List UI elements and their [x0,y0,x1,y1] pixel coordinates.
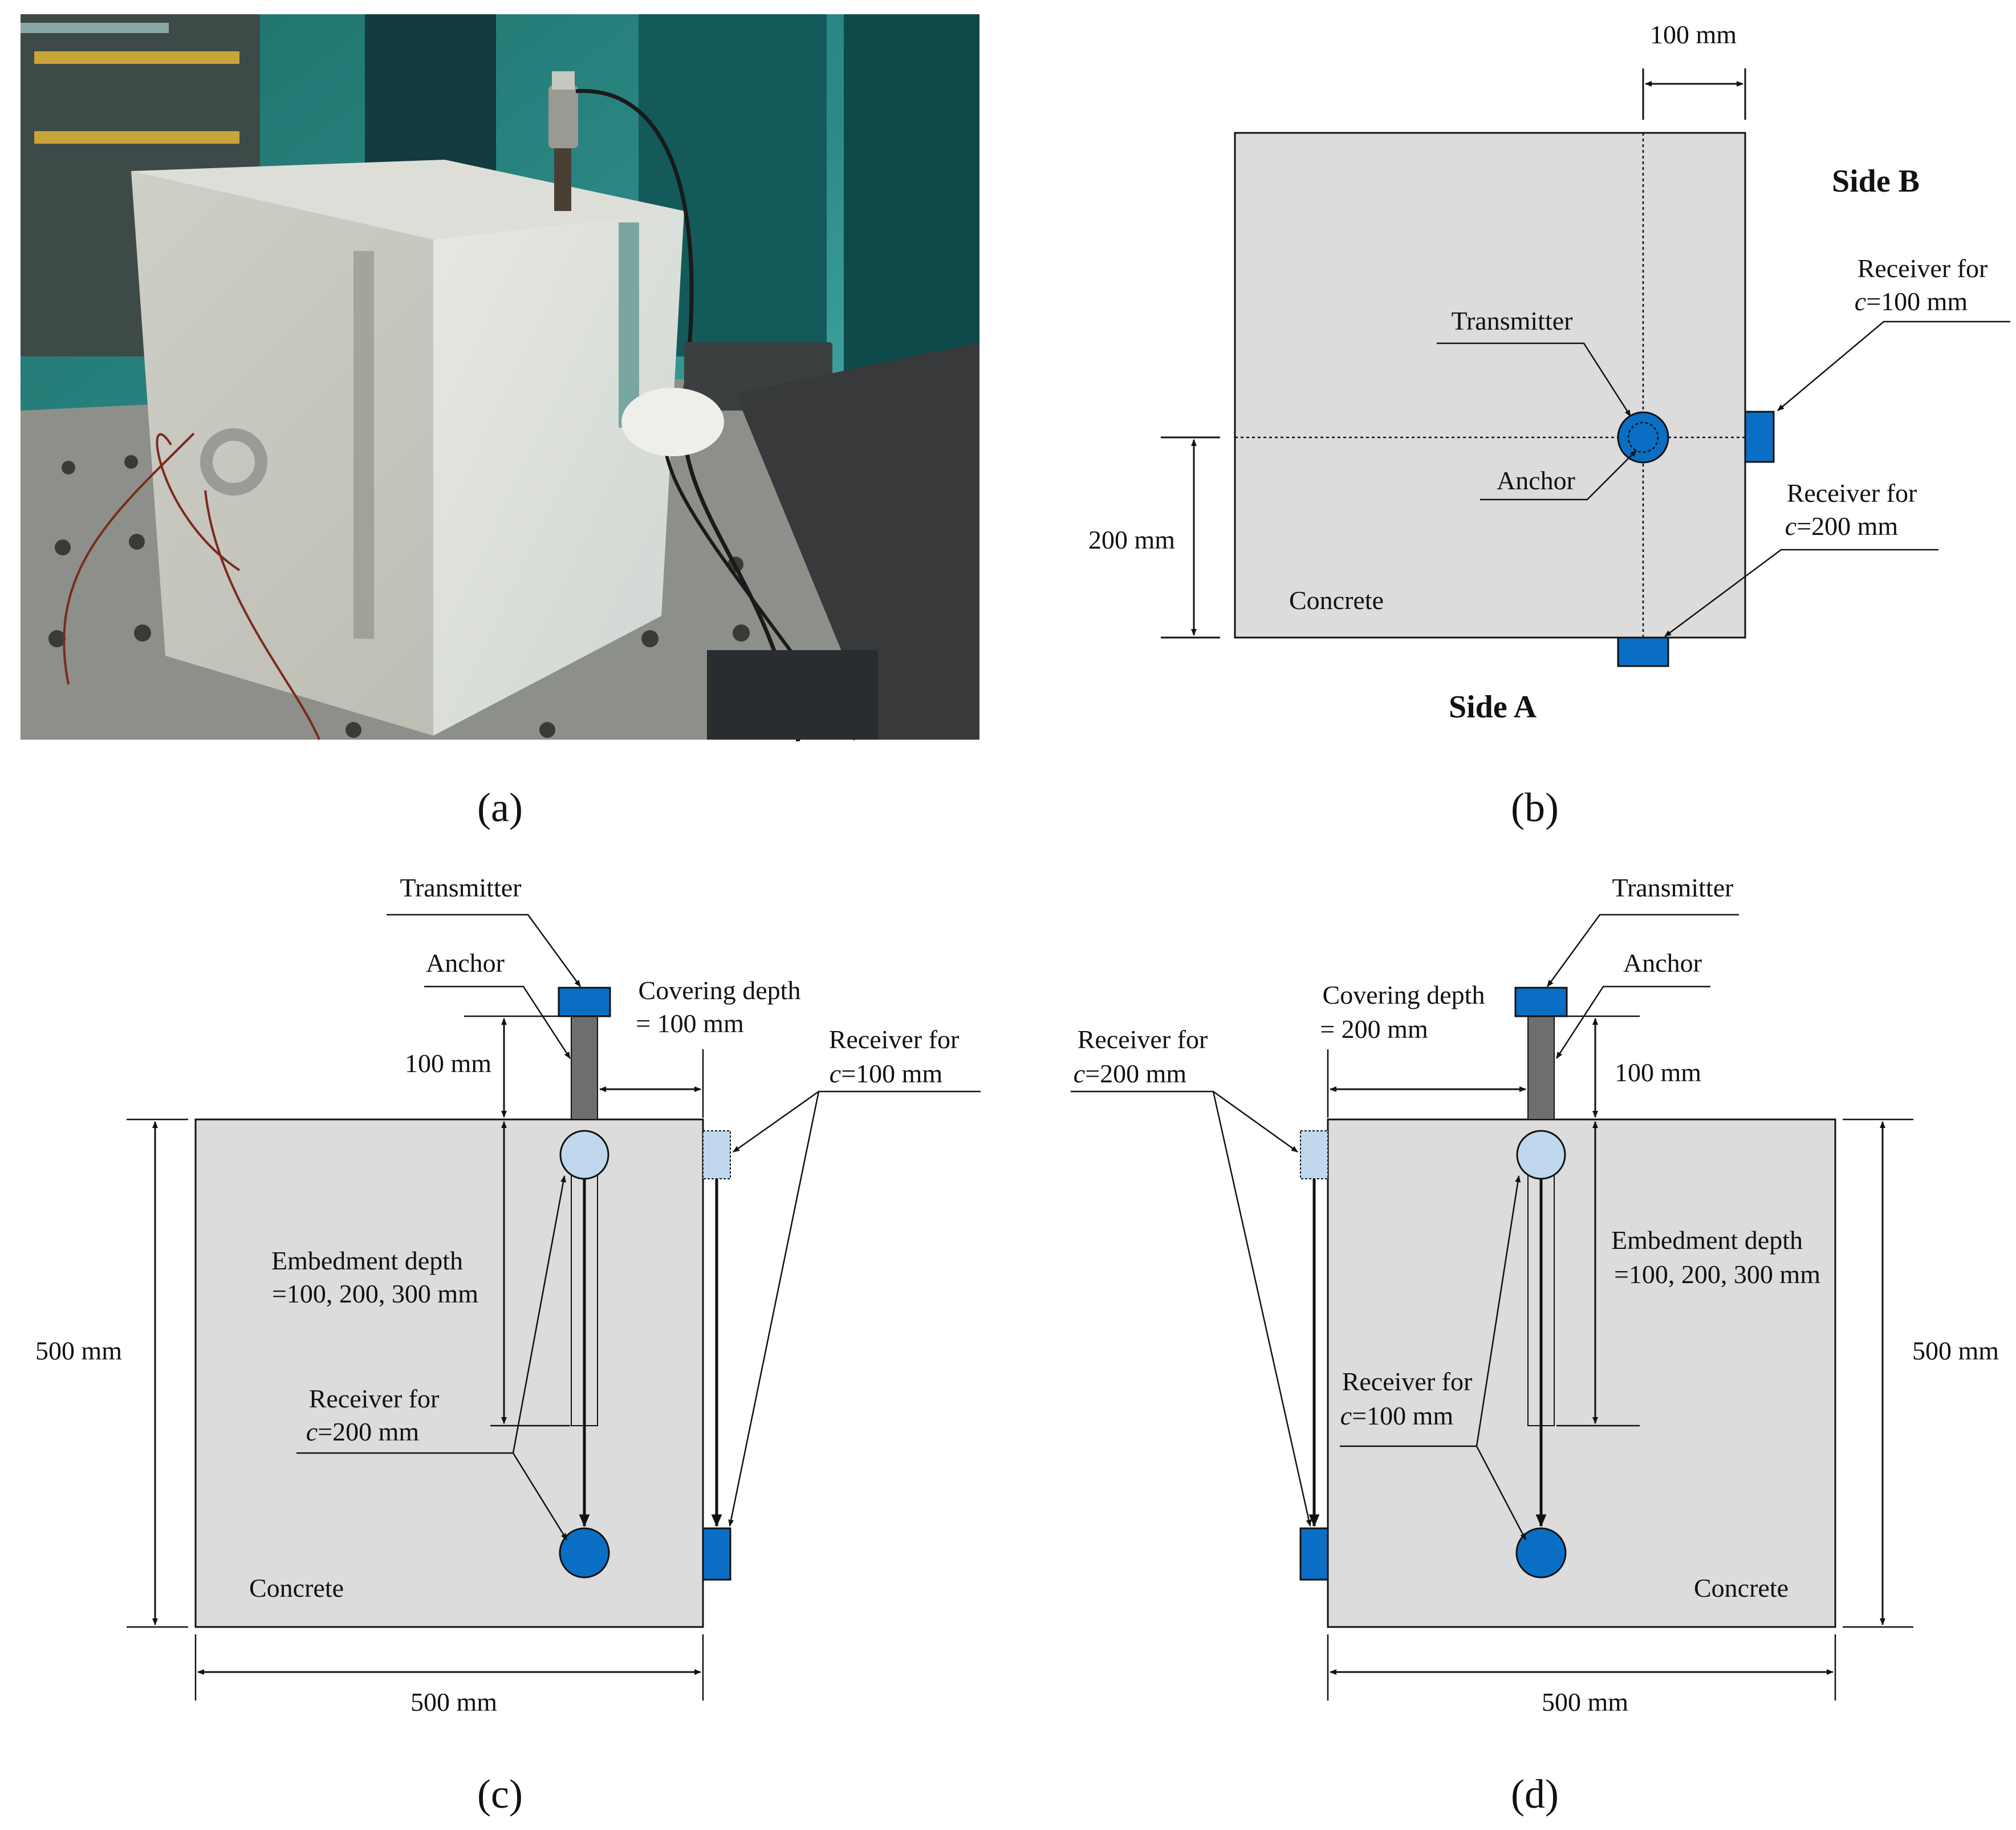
anchor-head-marker [559,1130,609,1180]
anchor-rod [1527,1016,1555,1120]
covering-depth-label-line2: = 100 mm [636,1009,744,1038]
anchor-rod [571,1016,598,1120]
receiver-c200-label-line2: c=200 mm [1074,1059,1187,1088]
side-b-label: Side B [1832,164,1920,199]
panel-b: 100 mm 200 mm Side B Side A Transmitter … [1088,20,2010,830]
receiver-c100-marker [1744,411,1775,463]
receiver-c200-marker [559,1527,610,1579]
transmitter-marker [1514,987,1568,1017]
concrete-block-top-view [1234,132,1746,639]
transmitter-marker [558,987,611,1017]
receiver-c100-label-line2: c=100 mm [830,1059,943,1088]
receiver-c100-label-line1: Receiver for [829,1025,960,1054]
dim-label-height: 500 mm [35,1336,122,1365]
transmitter-label: Transmitter [1452,306,1573,335]
receiver-c200-marker [1299,1527,1329,1581]
concrete-label: Concrete [249,1573,344,1602]
panel-a: (a) [21,14,979,830]
dim-label-100mm: 100 mm [1615,1058,1701,1087]
anchor-label: Anchor [426,948,505,977]
receiver-c200-label-line1: Receiver for [1078,1025,1208,1054]
receiver-c200-marker [1617,636,1669,667]
anchor-head-marker [1516,1130,1566,1180]
embedment-depth-label-line1: Embedment depth [271,1246,463,1275]
panel-b-caption: (b) [1511,785,1559,830]
dim-label-200mm: 200 mm [1088,525,1175,554]
covering-depth-label-line1: Covering depth [639,976,801,1005]
embedment-depth-label-line1: Embedment depth [1611,1226,1803,1255]
panel-c: 100 mm 500 mm 500 mm Transmitter Anchor … [35,873,981,1817]
embedment-depth-label-line2: =100, 200, 300 mm [272,1279,478,1308]
dim-label-100mm: 100 mm [405,1049,491,1078]
embedment-depth-label-line2: =100, 200, 300 mm [1614,1260,1820,1289]
concrete-label: Concrete [1694,1573,1789,1602]
receiver-c200-label-line1: Receiver for [1787,478,1917,508]
dim-label-width: 500 mm [410,1687,497,1717]
transmitter-label: Transmitter [400,873,522,902]
receiver-c200-label-line2: c=200 mm [306,1417,420,1446]
receiver-c200-label-line1: Receiver for [309,1384,440,1413]
anchor-label: Anchor [1497,466,1575,495]
receiver-c100-label-line2: c=100 mm [1340,1401,1454,1430]
receiver-c100-marker [1515,1527,1567,1579]
receiver-c100-label-line1: Receiver for [1858,254,1988,283]
receiver-side-light-marker [702,1130,731,1179]
concrete-label: Concrete [1289,586,1384,615]
panel-d: 100 mm 500 mm 500 mm Transmitter Anchor … [1071,873,1999,1817]
covering-depth-label-line2: = 200 mm [1320,1015,1428,1044]
side-a-label: Side A [1449,689,1537,725]
dim-label-100mm: 100 mm [1650,20,1737,49]
concrete-block-section [194,1118,704,1628]
concrete-block-section [1327,1118,1836,1628]
covering-depth-label-line1: Covering depth [1323,980,1485,1009]
anchor-label: Anchor [1623,948,1702,977]
anchor-marker [1627,421,1659,453]
transmitter-label: Transmitter [1612,873,1734,902]
panel-a-caption: (a) [477,785,523,830]
dim-label-height: 500 mm [1912,1336,1999,1365]
specimen-photo [21,14,979,742]
panel-d-caption: (d) [1511,1771,1559,1817]
panel-c-caption: (c) [477,1771,523,1817]
receiver-c200-label-line2: c=200 mm [1785,512,1899,541]
dim-label-width: 500 mm [1542,1687,1628,1717]
receiver-c100-label-line1: Receiver for [1342,1367,1473,1396]
transmitter-marker [1617,411,1669,464]
receiver-side-light-marker [1300,1130,1328,1179]
receiver-c100-label-line2: c=100 mm [1855,287,1968,316]
receiver-c100-marker [702,1527,731,1581]
